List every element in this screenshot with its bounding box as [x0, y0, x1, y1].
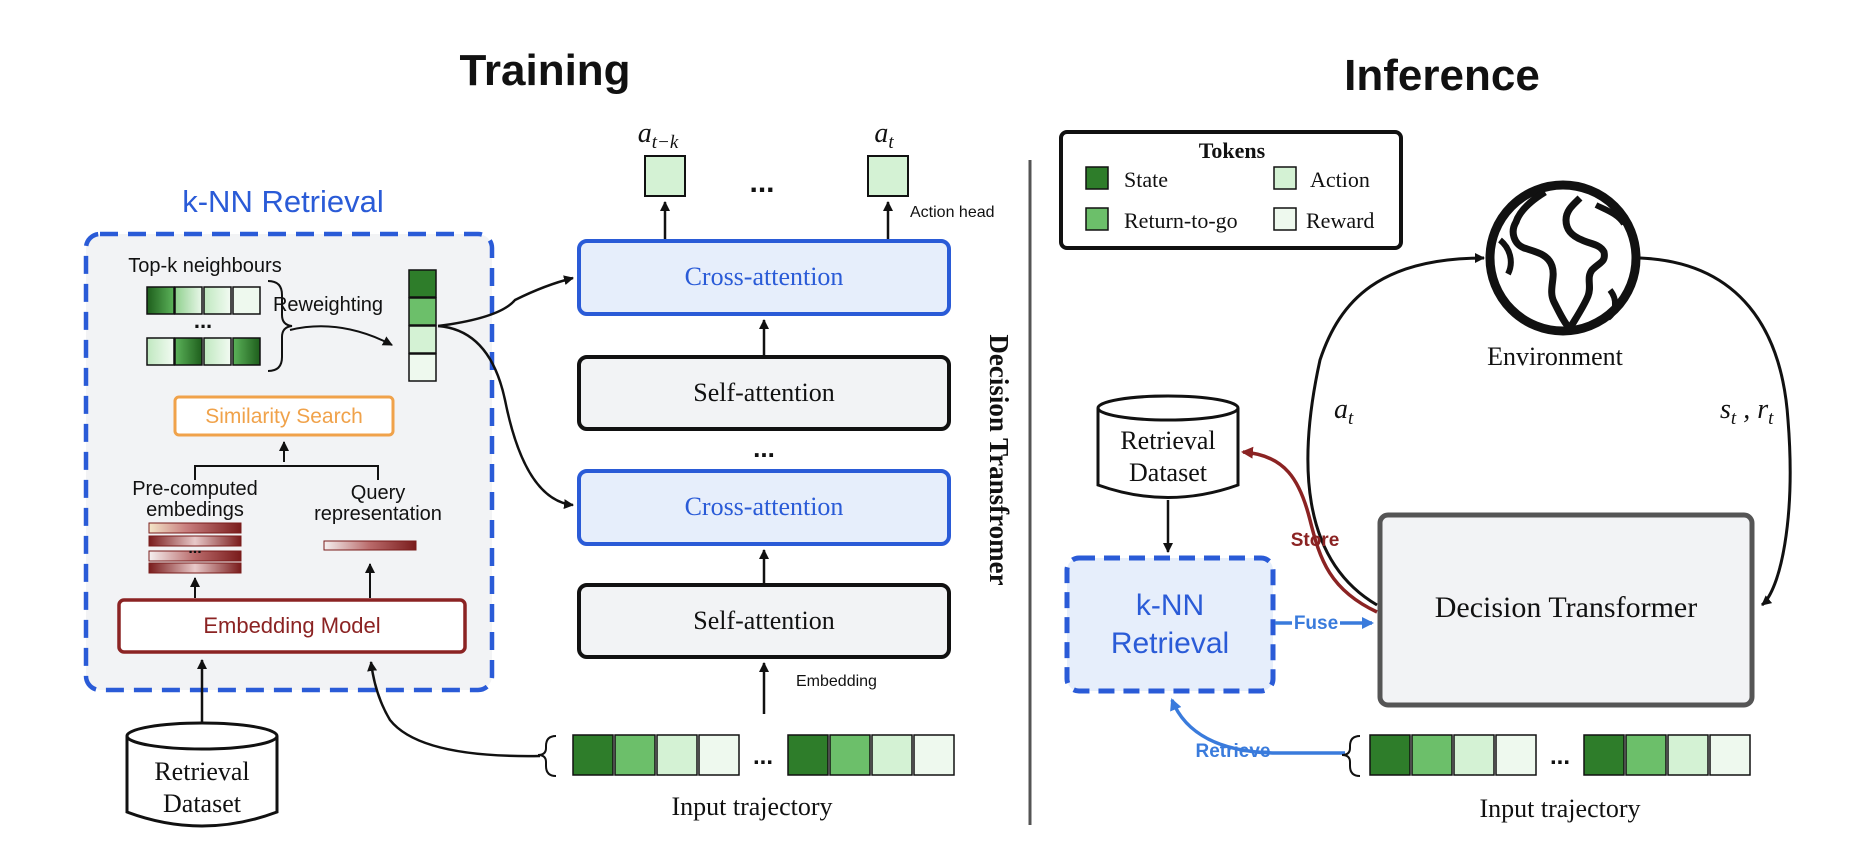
neighbour-row-bottom: [146, 337, 261, 366]
self-attention-top-label: Self-attention: [693, 378, 835, 407]
action-label-right: at: [874, 118, 894, 153]
training-trajectory-brace: [537, 735, 557, 777]
inference-dataset-label-2: Dataset: [1129, 458, 1208, 487]
inference-action-label: at: [1334, 394, 1354, 429]
legend-swatch-reward: [1273, 207, 1297, 231]
precomputed-embeddings: [148, 522, 242, 574]
inference-trajectory-tokens: [1369, 734, 1751, 776]
training-trajectory-ellipsis: ...: [753, 743, 773, 770]
inference-input-trajectory-label: Input trajectory: [1480, 794, 1641, 823]
inference-knn-label-2: Retrieval: [1111, 627, 1229, 660]
action-token-left: [644, 155, 686, 197]
neighbour-dots: ...: [194, 308, 212, 333]
action-label-left: at−k: [638, 118, 679, 153]
inference-title: Inference: [1344, 51, 1540, 100]
retrieve-label: Retrieve: [1196, 741, 1271, 762]
legend-swatch-action: [1273, 166, 1297, 190]
similarity-search-label: Similarity Search: [205, 405, 363, 428]
neighbour-brace: [267, 280, 293, 372]
inference-decision-transformer: [1377, 512, 1755, 708]
reweighting-arrow: [289, 325, 393, 346]
reweighting-label: Reweighting: [273, 294, 383, 316]
legend-label-action: Action: [1310, 167, 1370, 192]
query-label-2: representation: [314, 503, 442, 525]
training-dataset-label-2: Dataset: [163, 789, 242, 818]
legend-title: Tokens: [1199, 138, 1266, 163]
inference-knn-box: [1064, 555, 1276, 694]
embedding-label: Embedding: [796, 673, 877, 690]
self-attention-top: [577, 355, 951, 431]
training-retrieval-dataset: [125, 721, 279, 828]
topk-label: Top-k neighbours: [128, 255, 281, 277]
stack-ellipsis: ...: [753, 433, 775, 463]
similarity-merge-bracket: [194, 465, 379, 480]
cross-attention-top-label: Cross-attention: [685, 262, 844, 291]
cross-attention-top: [577, 239, 951, 316]
self-attention-bottom-label: Self-attention: [693, 606, 835, 635]
fuse-label-bg: [1292, 610, 1340, 634]
reweighted-tokens: [408, 269, 437, 382]
reweight-to-cross-top: [437, 275, 574, 328]
environment-label: Environment: [1487, 342, 1624, 371]
self-attention-bottom: [577, 583, 951, 659]
legend-label-rtg: Return-to-go: [1124, 208, 1238, 233]
embedding-model-box: [117, 598, 467, 654]
action-token-right: [867, 155, 909, 197]
embedding-model-label: Embedding Model: [203, 613, 380, 638]
dt-vertical-label: Decision Transfromer: [984, 334, 1014, 585]
cross-attention-bottom: [577, 469, 951, 546]
store-label: Store: [1291, 530, 1340, 551]
tokens-legend: [1059, 130, 1403, 250]
fuse-label: Fuse: [1294, 613, 1338, 634]
action-ellipsis: ...: [749, 166, 774, 199]
env-to-dt-arrow: [1639, 256, 1792, 607]
legend-swatch-state: [1085, 166, 1109, 190]
legend-swatch-rtg: [1085, 207, 1109, 231]
precomputed-label-1: Pre-computed: [132, 478, 258, 500]
store-arrow: [1241, 446, 1378, 614]
training-title: Training: [459, 46, 630, 95]
inference-trajectory-ellipsis: ...: [1550, 743, 1570, 770]
inference-dt-label: Decision Transformer: [1435, 591, 1697, 624]
query-embedding: [323, 540, 417, 551]
inference-state-reward-label: st , rt: [1720, 394, 1774, 429]
inference-dataset-label-1: Retrieval: [1120, 426, 1215, 455]
similarity-search-box: [173, 395, 395, 437]
knn-title: k-NN Retrieval: [182, 184, 384, 219]
action-head-label: Action head: [910, 204, 995, 221]
training-input-trajectory-label: Input trajectory: [672, 792, 833, 821]
trajectory-to-emb-arrow: [367, 661, 541, 758]
inference-knn-label-1: k-NN: [1136, 589, 1204, 622]
neighbour-row-top: [146, 286, 261, 315]
action-to-env-arrow: [1306, 253, 1485, 607]
cross-attention-bottom-label: Cross-attention: [685, 492, 844, 521]
reweight-to-cross-bottom: [437, 324, 574, 510]
globe-icon: [1485, 180, 1641, 336]
training-dataset-label-1: Retrieval: [154, 757, 249, 786]
embedding-dots: ...: [188, 540, 201, 557]
inference-trajectory-brace: [1341, 735, 1361, 777]
legend-label-state: State: [1124, 167, 1168, 192]
precomputed-label-2: embedings: [146, 499, 244, 521]
training-trajectory-tokens: [572, 734, 955, 776]
query-label-1: Query: [351, 482, 405, 504]
inference-retrieval-dataset: [1096, 394, 1240, 499]
retrieve-arrow: [1170, 698, 1345, 755]
legend-label-reward: Reward: [1306, 208, 1374, 233]
